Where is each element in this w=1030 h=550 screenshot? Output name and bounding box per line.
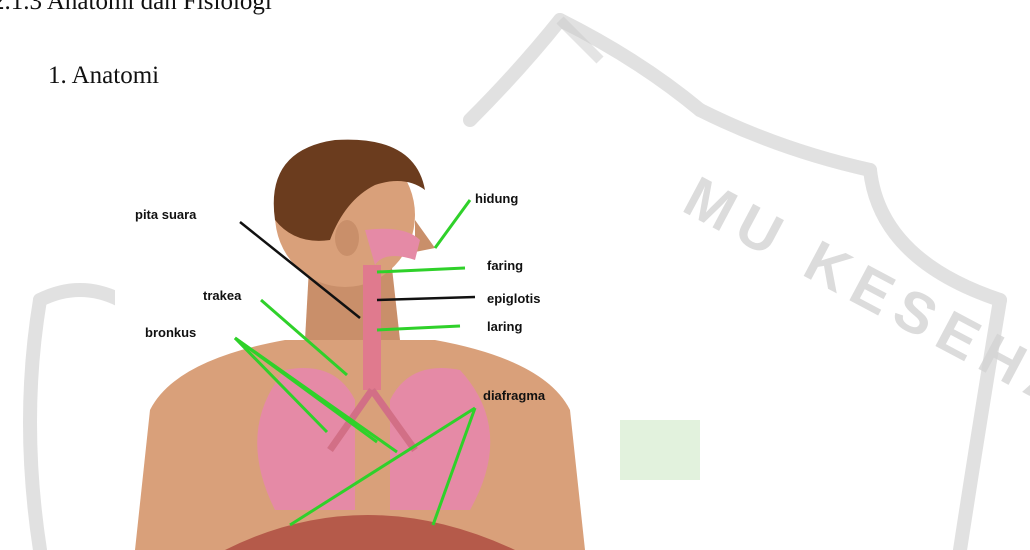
label-bronkus: bronkus [145,325,196,340]
anatomy-illustration: hidung pita suara faring epiglotis trake… [115,130,598,550]
label-laring: laring [487,319,522,334]
section-heading: 2.1.3 Anatomi dan Fisiologi [0,0,272,16]
ear [335,220,359,256]
sub-heading: 1. Anatomi [48,62,159,90]
label-epiglotis: epiglotis [487,291,540,306]
label-pita-suara: pita suara [135,207,197,222]
label-hidung: hidung [475,191,518,206]
trachea-shape [363,265,381,390]
label-trakea: trakea [203,288,242,303]
label-diafragma: diafragma [483,388,546,403]
label-faring: faring [487,258,523,273]
respiratory-anatomy-figure: hidung pita suara faring epiglotis trake… [115,130,598,550]
